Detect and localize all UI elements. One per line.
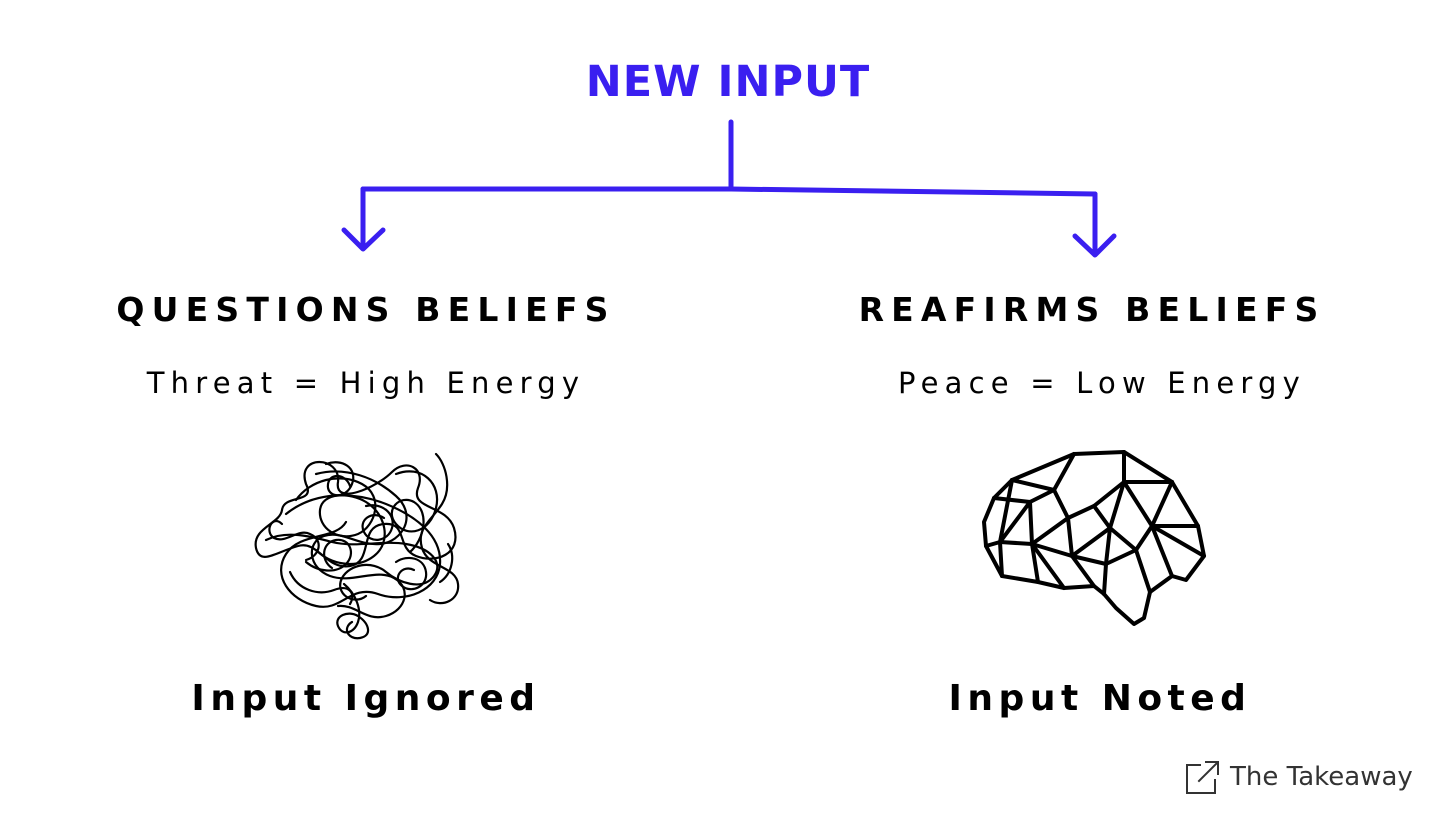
- left-arrowhead: [341, 227, 386, 252]
- right-branch-energy: Peace = Low Energy: [897, 366, 1307, 400]
- left-branch-result: Input Ignored: [191, 678, 541, 719]
- right-arrowhead: [1072, 233, 1117, 258]
- geometric-brain-icon: [982, 450, 1206, 626]
- left-branch-energy: Threat = High Energy: [146, 366, 586, 400]
- right-branch-heading: REAFIRMS BELIEFS: [858, 290, 1326, 329]
- tangled-scribble-icon: [254, 452, 460, 640]
- left-branch-heading: QUESTIONS BELIEFS: [116, 290, 616, 329]
- brand-name: The Takeaway: [1230, 762, 1413, 792]
- right-branch-result: Input Noted: [948, 678, 1252, 719]
- brand-mark: The Takeaway: [1184, 756, 1434, 798]
- diagram-title: NEW INPUT: [585, 57, 871, 107]
- external-link-icon: [1186, 761, 1219, 794]
- connector-bar: [360, 186, 1098, 197]
